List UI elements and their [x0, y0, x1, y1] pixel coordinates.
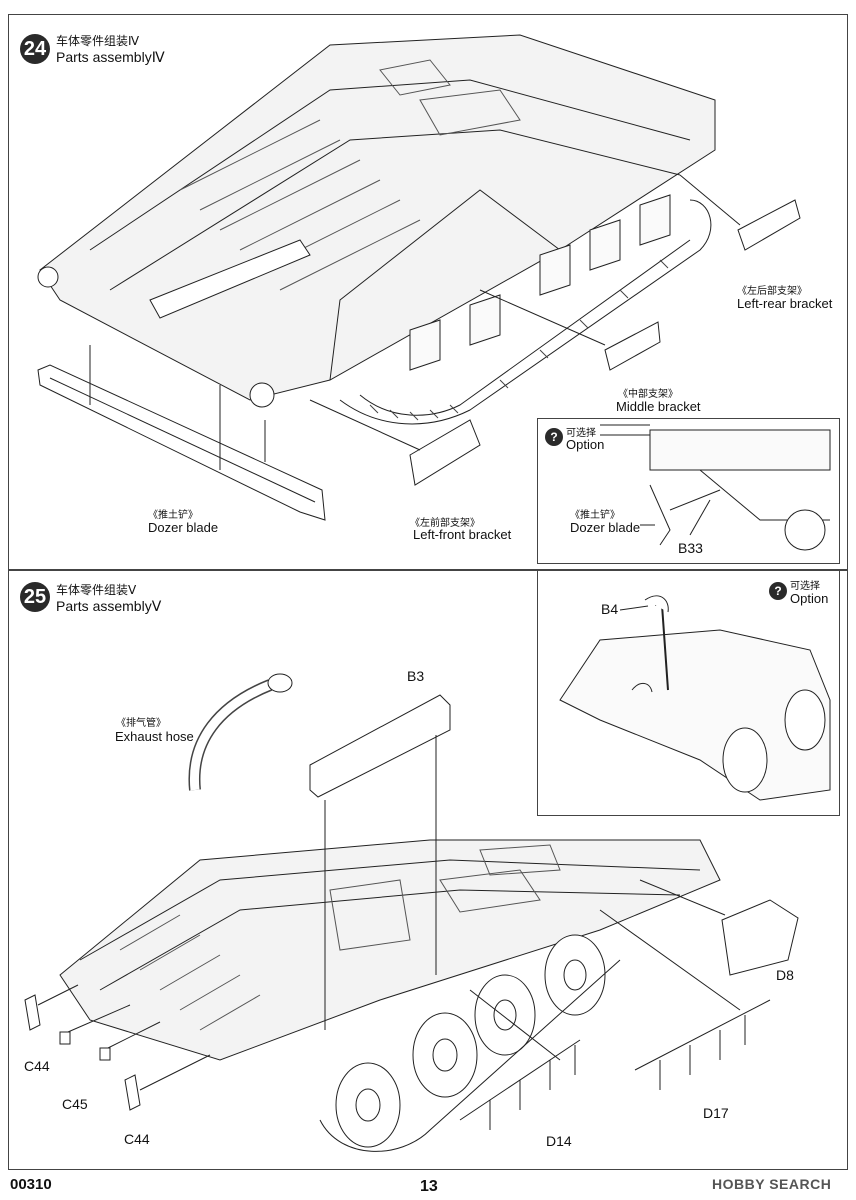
- sheet-code: 00310: [10, 1176, 52, 1193]
- step24-number-badge: 24: [20, 34, 50, 64]
- step25-option-inset: [537, 570, 840, 816]
- step25-title-zh: 车体零件组装Ⅴ: [56, 583, 137, 597]
- part-c45-label: C45: [62, 1096, 88, 1112]
- dozer-blade-label-zh: 《推土铲》: [148, 510, 198, 521]
- step24-option-inset: [537, 418, 840, 564]
- step24-option-label-en: Option: [566, 437, 605, 452]
- step25-option-label-en: Option: [790, 591, 829, 606]
- c44-bottom-part: [124, 1074, 141, 1111]
- step24-title-en: Parts assemblyⅣ: [56, 49, 165, 65]
- middle-bracket-part: [604, 321, 661, 371]
- part-b33-label: B33: [678, 540, 703, 556]
- dozer-blade-label-en: Dozer blade: [148, 520, 219, 535]
- c45-part-b: [99, 1047, 111, 1061]
- d14-part: [459, 1039, 581, 1130]
- step24-hull-outline: [39, 34, 716, 401]
- step25-hull-outline: [59, 839, 721, 1061]
- step24-title-zh: 车体零件组装Ⅳ: [56, 34, 140, 48]
- c44-top-part: [24, 994, 41, 1031]
- step25-option-icon: ?: [769, 582, 787, 600]
- step24-track: [339, 199, 712, 425]
- page-number: 13: [420, 1178, 438, 1195]
- left-front-bracket-label-en: Left-front bracket: [413, 527, 512, 542]
- d17-part: [634, 999, 771, 1090]
- step24-frame: [8, 14, 848, 570]
- watermark: HOBBY SEARCH: [712, 1176, 832, 1192]
- left-rear-bracket-part: [737, 199, 801, 251]
- left-rear-bracket-label-zh: 《左后部支架》: [737, 286, 807, 297]
- step25-title-en: Parts assemblyⅤ: [56, 598, 162, 614]
- step25-option-label-zh: 可选择: [790, 581, 820, 592]
- exhaust-hose-label-zh: 《排气管》: [116, 718, 166, 729]
- inset-dozer-label-en: Dozer blade: [570, 520, 641, 535]
- left-front-bracket-label-zh: 《左前部支架》: [410, 518, 480, 529]
- left-rear-bracket-label-en: Left-rear bracket: [737, 296, 833, 311]
- d8-part: [721, 899, 799, 976]
- dozer-blade-part: [37, 364, 326, 521]
- step25-number-badge: 25: [20, 582, 50, 612]
- exhaust-hose-label-en: Exhaust hose: [115, 729, 194, 744]
- part-b4-label: B4: [601, 601, 619, 617]
- b3-part: [309, 694, 451, 798]
- part-d14-label: D14: [546, 1133, 572, 1149]
- part-c44-top-label: C44: [24, 1058, 50, 1074]
- left-front-bracket-part: [409, 419, 481, 486]
- step24-option-icon: ?: [545, 428, 563, 446]
- c45-part-a: [59, 1031, 71, 1045]
- part-d17-label: D17: [703, 1105, 729, 1121]
- step25-frame: [8, 570, 848, 1170]
- part-d8-label: D8: [776, 967, 794, 983]
- part-c44-bottom-label: C44: [124, 1131, 150, 1147]
- middle-bracket-label-zh: 《中部支架》: [618, 389, 678, 400]
- middle-bracket-label-en: Middle bracket: [616, 399, 701, 414]
- step24-option-label-zh: 可选择: [566, 428, 596, 439]
- part-b3-label: B3: [407, 668, 425, 684]
- inset-dozer-label-zh: 《推土铲》: [570, 510, 620, 521]
